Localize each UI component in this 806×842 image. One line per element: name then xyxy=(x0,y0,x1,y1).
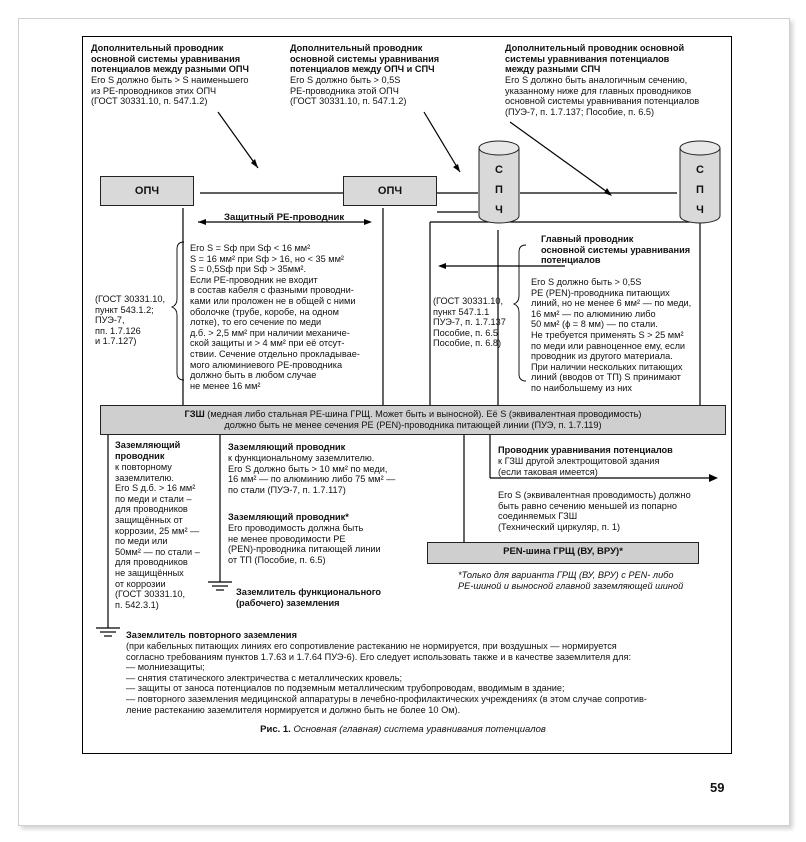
repeat-earth-heading: Заземлитель повторного заземления xyxy=(126,630,297,640)
footnote: *Только для варианта ГРЩ (ВУ, ВРУ) с PEN… xyxy=(458,570,684,591)
gost-left-ref: (ГОСТ 30331.10,пункт 543.1.2;ПУЭ-7,пп. 1… xyxy=(95,294,166,347)
gzsh-bar: ГЗШ (медная либо стальная PE-шина ГРЩ. М… xyxy=(100,405,726,435)
col3-body: Его S должно быть аналогичным сечению,ук… xyxy=(505,75,700,117)
equal-conductor-body: к ГЗШ другой электрощитовой здания(если … xyxy=(498,456,660,477)
figure-caption: Рис. 1. Основная (главная) система уравн… xyxy=(260,724,546,735)
opch-box-left: ОПЧ xyxy=(100,176,194,206)
func-earth-label: Заземлитель функционального(рабочего) за… xyxy=(236,587,382,608)
func-conductor-heading: Заземляющий проводник xyxy=(228,442,346,452)
pe-conductor-label: Защитный PE-проводник xyxy=(224,212,345,223)
equal-conductor-body-2: Его S (эквивалентная проводимость) должн… xyxy=(498,490,691,532)
func-conductor-heading-2: Заземляющий проводник* xyxy=(228,512,349,522)
equal-conductor-heading: Проводник уравнивания потенциалов xyxy=(498,445,673,455)
page-number: 59 xyxy=(710,780,725,795)
opch-label: ОПЧ xyxy=(377,185,403,197)
pen-bar: PEN-шина ГРЩ (ВУ, ВРУ)* xyxy=(427,542,699,564)
func-conductor-body: к функциональному заземлителю.Его S долж… xyxy=(228,453,396,495)
opch-box-right: ОПЧ xyxy=(343,176,437,206)
repeat-earth-body: (при кабельных питающих линиях его сопро… xyxy=(126,641,647,715)
opch-label: ОПЧ xyxy=(134,185,160,197)
figure-frame xyxy=(82,36,732,754)
